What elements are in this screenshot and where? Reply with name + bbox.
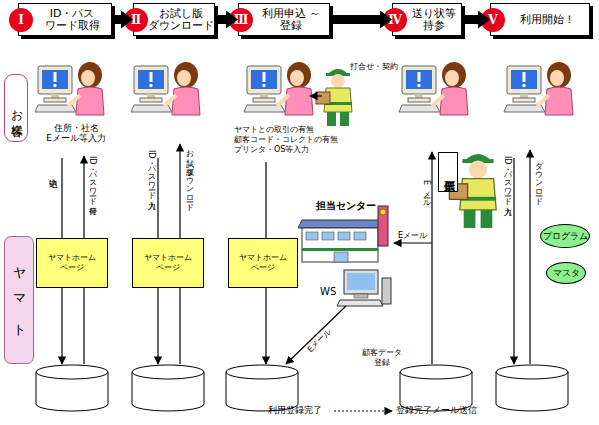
customer-figure <box>35 62 104 115</box>
step-arrow <box>215 15 226 24</box>
step-box: Ⅲ利用申込 ～登録 <box>238 3 330 36</box>
step-number: Ⅰ <box>9 8 33 32</box>
homepage-box: ヤマトホーム ページ <box>36 238 108 288</box>
node-text: 送り状等 持参 <box>407 8 461 32</box>
homepage-box: ヤマトホーム ページ <box>228 238 298 288</box>
step-number: Ⅱ <box>124 8 148 32</box>
mail-arrow <box>286 306 346 364</box>
node-text: 担当センター <box>316 199 376 213</box>
step-arrow <box>112 15 121 24</box>
step-arrow <box>330 15 380 24</box>
flow-arrow <box>513 158 514 364</box>
keyboard <box>337 300 383 306</box>
annotation-text: Eメール <box>398 231 427 241</box>
annotation-text: Eメール <box>421 180 431 203</box>
database-group <box>36 365 568 411</box>
node-text: お試し版 ダウンロード <box>148 8 214 32</box>
master-oval: マスタ <box>546 262 586 284</box>
center-building: 担当センター <box>300 199 392 263</box>
roof <box>298 220 382 228</box>
contract-arrow <box>310 95 322 96</box>
node-text: ヤマトホーム ページ <box>37 253 107 273</box>
step-number: Ⅲ <box>229 8 253 32</box>
customer-figure <box>399 62 468 115</box>
step-box: ⅠID・パス ワード取得 <box>18 3 112 36</box>
database-top <box>36 365 108 379</box>
window <box>338 232 350 240</box>
node-text: お客様 <box>8 101 25 115</box>
annotation-text: 顧客データ 登録 <box>362 348 402 368</box>
sign-tower <box>378 206 388 246</box>
annotation-text: ID・パスワード入力 <box>502 156 512 201</box>
workstation <box>337 270 391 306</box>
node-text: ヤマトホーム ページ <box>133 253 203 273</box>
annotation-text: ID・パスワード入力 <box>146 150 156 195</box>
slip-box: 伝票 <box>438 152 458 192</box>
workstation-box: WS <box>318 270 390 312</box>
window <box>354 232 366 240</box>
monitor-base <box>354 294 368 298</box>
annotation-text: 住所・社名 Eメール等入力 <box>38 123 114 143</box>
node-text: WS <box>320 286 336 297</box>
customer-figure <box>131 62 200 115</box>
step-number: Ⅴ <box>481 8 505 32</box>
annotation-text: ダウンロード <box>533 156 543 201</box>
step-box: Ⅳ送り状等 持参 <box>392 3 462 36</box>
database-top <box>400 365 472 379</box>
node-text: 利用申込 ～登録 <box>253 8 329 32</box>
monitor <box>344 270 378 294</box>
customer-figure <box>244 62 313 115</box>
annotation-text: ヤマトとの取引の有無 顧客コード・コレクトの有無 プリンタ・OS等入力 <box>234 125 348 155</box>
step-box: Ⅱお試し版 ダウンロード <box>133 3 215 36</box>
courier-figure <box>316 69 352 126</box>
node-text: プログラム <box>543 230 588 243</box>
node-text: ヤマトホーム ページ <box>229 253 297 273</box>
flow-arrow <box>529 150 530 364</box>
step-number: Ⅳ <box>383 8 407 32</box>
dotted-arrow <box>334 410 392 411</box>
node-text: ID・パス ワード取得 <box>33 8 111 32</box>
annotation-text: お試し版ダウンロード <box>184 144 194 207</box>
database-top <box>496 365 568 379</box>
building <box>298 206 388 262</box>
logo <box>380 209 386 215</box>
annotation-text: 登録完了メール送信 <box>396 405 477 415</box>
customer-band: お客様 <box>4 74 28 142</box>
node-text: 利用開始！ <box>520 14 575 26</box>
annotation-text: Eメール <box>306 327 334 355</box>
step-arrow <box>462 15 478 24</box>
node-text: ヤマト <box>10 257 28 344</box>
annotation-text: ID・パスワード発行 <box>87 156 97 201</box>
screen <box>347 273 375 290</box>
window <box>322 232 334 240</box>
step-box: Ⅴ利用開始！ <box>490 3 590 36</box>
flow-lines <box>62 144 530 411</box>
mail-arrow <box>431 152 432 364</box>
stripe <box>302 248 378 251</box>
homepage-box: ヤマトホーム ページ <box>132 238 204 288</box>
mail-arrow <box>394 242 432 243</box>
database-top <box>226 365 298 379</box>
door <box>334 252 348 262</box>
yamato-band: ヤマト <box>4 236 34 364</box>
database-top <box>132 365 204 379</box>
tower <box>382 278 391 304</box>
wall <box>302 228 378 262</box>
window <box>306 232 318 240</box>
customer-figure <box>504 62 573 115</box>
annotation-text: 利用登録完了 <box>268 405 322 415</box>
annotation-text: 打合せ・契約 <box>350 62 402 72</box>
node-text: マスタ <box>553 267 580 280</box>
program-oval: プログラム <box>540 224 590 248</box>
